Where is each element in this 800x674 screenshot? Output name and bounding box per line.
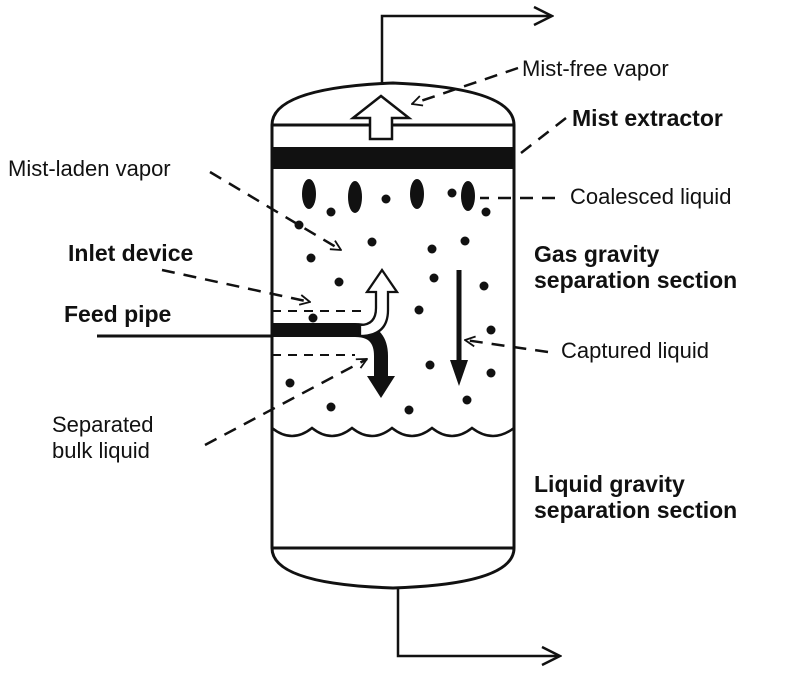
captured-liquid-label: Captured liquid — [561, 338, 709, 363]
mist-droplet — [425, 360, 435, 370]
mist-droplet — [481, 207, 491, 217]
gas-gravity-section-label: Gas gravity separation section — [534, 241, 738, 293]
inlet-device-label: Inlet device — [68, 240, 194, 266]
mist-droplet — [414, 305, 424, 315]
vessel-bottom-head — [270, 547, 516, 590]
vapor-outlet-pipe — [380, 16, 552, 83]
mist-droplet — [285, 378, 295, 388]
leader-mist-free-vapor — [412, 66, 519, 104]
leader-mist-laden-vapor — [209, 170, 341, 252]
mist-droplet — [334, 277, 344, 287]
mist-droplet — [404, 405, 414, 415]
mist-droplet — [308, 313, 318, 323]
feed-pipe-label: Feed pipe — [64, 301, 172, 327]
mist-droplet — [367, 237, 377, 247]
mist-free-vapor-label: Mist-free vapor — [522, 56, 669, 81]
captured-liquid-arrow-head — [450, 360, 468, 386]
mist-droplet — [381, 194, 391, 204]
coalesced-droplet — [410, 179, 424, 209]
mist-extractor-pad — [272, 147, 514, 169]
mist-droplet — [326, 207, 336, 217]
mist-droplet — [429, 273, 439, 283]
mist-droplet — [447, 188, 457, 198]
liquid-gravity-section-label: Liquid gravity separation section — [534, 471, 738, 523]
mist-droplet — [306, 253, 316, 263]
leader-lines — [161, 66, 567, 447]
mist-droplet — [462, 395, 472, 405]
mist-droplet — [486, 325, 496, 335]
mist-droplet — [479, 281, 489, 291]
mist-droplet — [460, 236, 470, 246]
mist-free-vapor-arrow — [349, 94, 413, 141]
inlet-vapor-up-arrow — [358, 267, 400, 338]
coalesced-droplets — [302, 179, 475, 213]
inlet-dashed-lines — [272, 310, 366, 356]
liquid-surface-wave — [271, 426, 515, 438]
leader-mist-extractor — [511, 117, 567, 161]
leader-inlet-device — [161, 268, 310, 302]
mist-extractor-label: Mist extractor — [572, 105, 723, 131]
coalesced-droplet — [461, 181, 475, 211]
vessel-top-head — [270, 81, 516, 126]
leader-captured-liquid — [465, 340, 549, 354]
coalesced-droplet — [348, 181, 362, 213]
mist-laden-vapor-label: Mist-laden vapor — [8, 156, 171, 181]
coalesced-droplet — [302, 179, 316, 209]
leader-separated-bulk-liquid — [204, 357, 367, 447]
separated-bulk-liquid-label: Separated bulk liquid — [52, 412, 154, 463]
inlet-device-arrow-head — [367, 376, 395, 398]
mist-droplets — [285, 188, 496, 415]
mist-droplet — [427, 244, 437, 254]
mist-droplet — [486, 368, 496, 378]
liquid-outlet-pipe — [396, 588, 560, 656]
inlet-device-bend — [272, 323, 388, 378]
mist-droplet — [326, 402, 336, 412]
coalesced-liquid-label: Coalesced liquid — [570, 184, 732, 209]
